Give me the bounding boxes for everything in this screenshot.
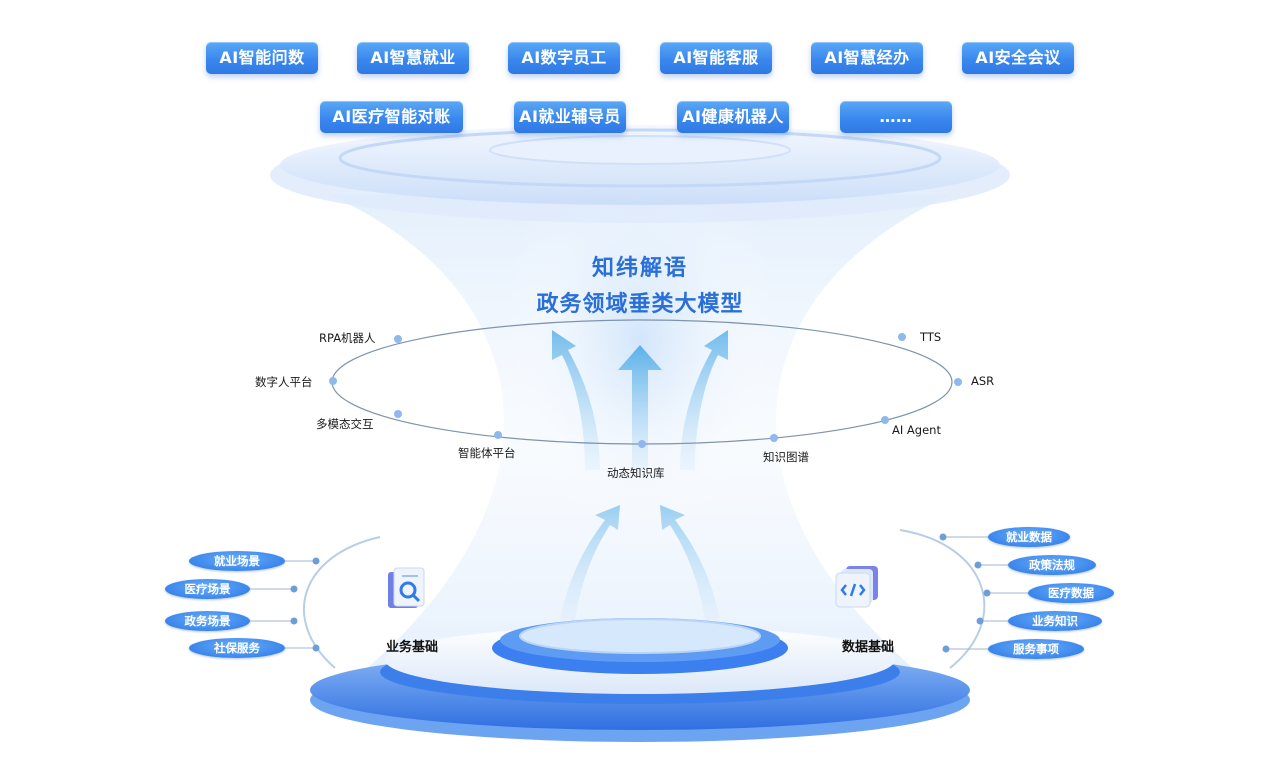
data-item-employment-data: 就业数据: [988, 527, 1070, 547]
data-item-policy-regulations: 政策法规: [1008, 555, 1096, 575]
capability-agent-platform: 智能体平台: [458, 446, 516, 460]
connector-dots: [290, 533, 991, 653]
app-pill-more[interactable]: ……: [840, 101, 952, 133]
capability-multimodal: 多模态交互: [316, 417, 374, 431]
center-arrow: [618, 345, 662, 470]
capability-dynamic-kb: 动态知识库: [607, 466, 665, 480]
app-pill-ai-digital-staff[interactable]: AI数字员工: [508, 42, 620, 74]
app-pill-ai-customer-service[interactable]: AI智能客服: [660, 42, 772, 74]
app-pill-ai-employment-counselor[interactable]: AI就业辅导员: [514, 101, 626, 133]
magnifier-document-icon: [388, 567, 425, 608]
capability-tts: TTS: [920, 330, 942, 344]
data-foundation-label: 数据基础: [842, 640, 895, 655]
code-document-icon: [835, 566, 878, 608]
app-pill-ai-smart-query[interactable]: AI智能问数: [206, 42, 318, 74]
bottom-platform: [310, 618, 970, 742]
business-item-medical: 医疗场景: [165, 579, 250, 599]
capability-knowledge-graph: 知识图谱: [763, 450, 809, 464]
app-pill-ai-health-robot[interactable]: AI健康机器人: [677, 101, 789, 133]
right-arrow: [680, 330, 728, 470]
lower-right-arrow: [660, 505, 720, 620]
app-pill-ai-smart-employment[interactable]: AI智慧就业: [357, 42, 469, 74]
capability-ai-agent: AI Agent: [892, 423, 941, 437]
capability-asr: ASR: [971, 374, 995, 388]
top-disc: [270, 125, 1010, 223]
model-name: 知纬解语: [591, 256, 688, 281]
capability-rpa-robot: RPA机器人: [319, 331, 376, 345]
app-pill-ai-medical-reconciliation[interactable]: AI医疗智能对账: [320, 101, 463, 133]
business-item-employment: 就业场景: [189, 551, 285, 571]
ring-dots: [329, 333, 962, 448]
data-arc: [899, 529, 986, 669]
data-item-service-matters: 服务事项: [988, 639, 1084, 659]
business-item-government: 政务场景: [165, 611, 250, 631]
app-pill-ai-smart-handling[interactable]: AI智慧经办: [811, 42, 923, 74]
data-item-medical-data: 医疗数据: [1028, 583, 1114, 603]
business-item-social-security: 社保服务: [189, 638, 285, 658]
data-item-business-knowledge: 业务知识: [1008, 611, 1102, 631]
model-subtitle: 政务领域垂类大模型: [536, 292, 744, 317]
left-arrow: [552, 330, 600, 470]
flow-arrows: [552, 330, 728, 620]
connector-lines: [250, 536, 1030, 650]
lower-left-arrow: [560, 505, 620, 620]
capability-digital-human: 数字人平台: [255, 375, 313, 389]
app-pill-ai-safety-meeting[interactable]: AI安全会议: [962, 42, 1074, 74]
business-foundation-label: 业务基础: [386, 640, 439, 655]
